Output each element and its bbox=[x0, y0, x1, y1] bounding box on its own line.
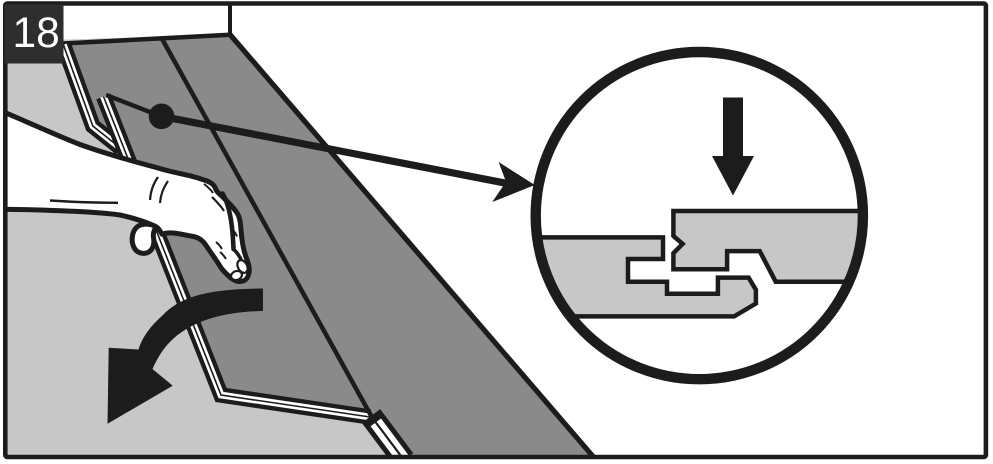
svg-text:18: 18 bbox=[13, 10, 60, 57]
